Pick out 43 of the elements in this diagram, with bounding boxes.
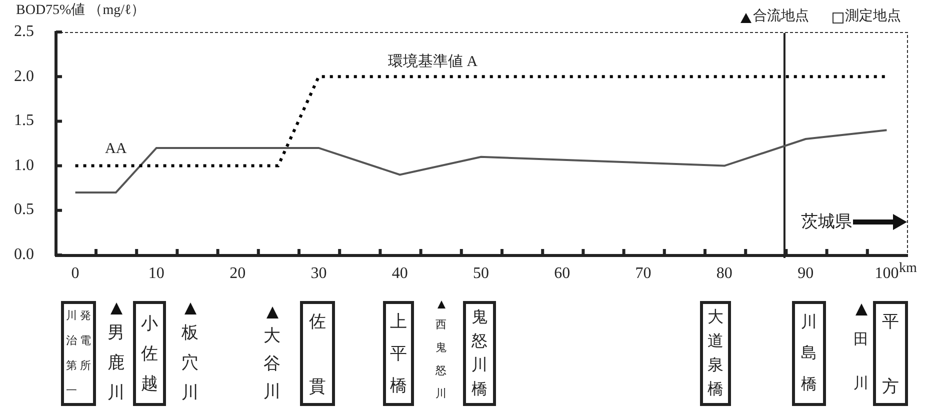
tick-label: 90	[796, 266, 815, 282]
station-box	[61, 301, 96, 406]
tick-label: 10	[147, 266, 166, 282]
tick-label: 0	[70, 266, 80, 282]
tick-label: 30	[310, 266, 328, 282]
tick-label: 50	[472, 266, 490, 282]
tick-label: 1.0	[14, 158, 34, 174]
annotation: 環境基準値 A	[387, 55, 479, 70]
station-name: 平方	[882, 310, 899, 398]
tick-label: 2.5	[14, 24, 34, 40]
station-name: 鬼怒川橋	[472, 308, 488, 400]
river-name: 大谷川	[264, 325, 280, 403]
river-name: 田川	[854, 331, 868, 394]
legend-text: 合流地点	[753, 10, 809, 24]
station-box	[792, 301, 826, 406]
tick-label: 60	[553, 266, 572, 282]
station-name: 小佐越	[141, 312, 158, 394]
station-name: 川治第一発電所	[66, 308, 92, 398]
station-box	[133, 301, 166, 406]
tick-label: 20	[228, 266, 247, 282]
river-name: 西鬼怒川	[436, 318, 446, 402]
tick-label: 1.5	[14, 113, 34, 130]
station-box	[463, 301, 496, 406]
station-name: 川島橋	[801, 312, 817, 395]
station-box	[873, 301, 908, 406]
tick-label: 70	[634, 266, 652, 282]
station-name: 大道泉橋	[708, 308, 724, 400]
station-box	[300, 301, 335, 406]
axis-title: BOD75%値 （mg/ℓ）	[16, 4, 146, 18]
river-name: 男鹿川	[108, 322, 124, 404]
tick-label: 2.0	[14, 68, 34, 85]
legend-text: 測定地点	[845, 10, 901, 24]
axis-title: km	[899, 262, 917, 276]
tick-label: 40	[390, 266, 409, 282]
station-box	[700, 301, 731, 406]
station-box	[383, 301, 414, 406]
tick-label: 80	[715, 266, 734, 282]
tick-label: 0.5	[14, 202, 34, 218]
station-name: 上平橋	[390, 310, 407, 396]
river-name: 板穴川	[182, 322, 198, 404]
annotation: 茨城県	[800, 213, 853, 230]
tick-label: 0.0	[14, 247, 34, 263]
station-name: 佐貫	[309, 310, 326, 398]
